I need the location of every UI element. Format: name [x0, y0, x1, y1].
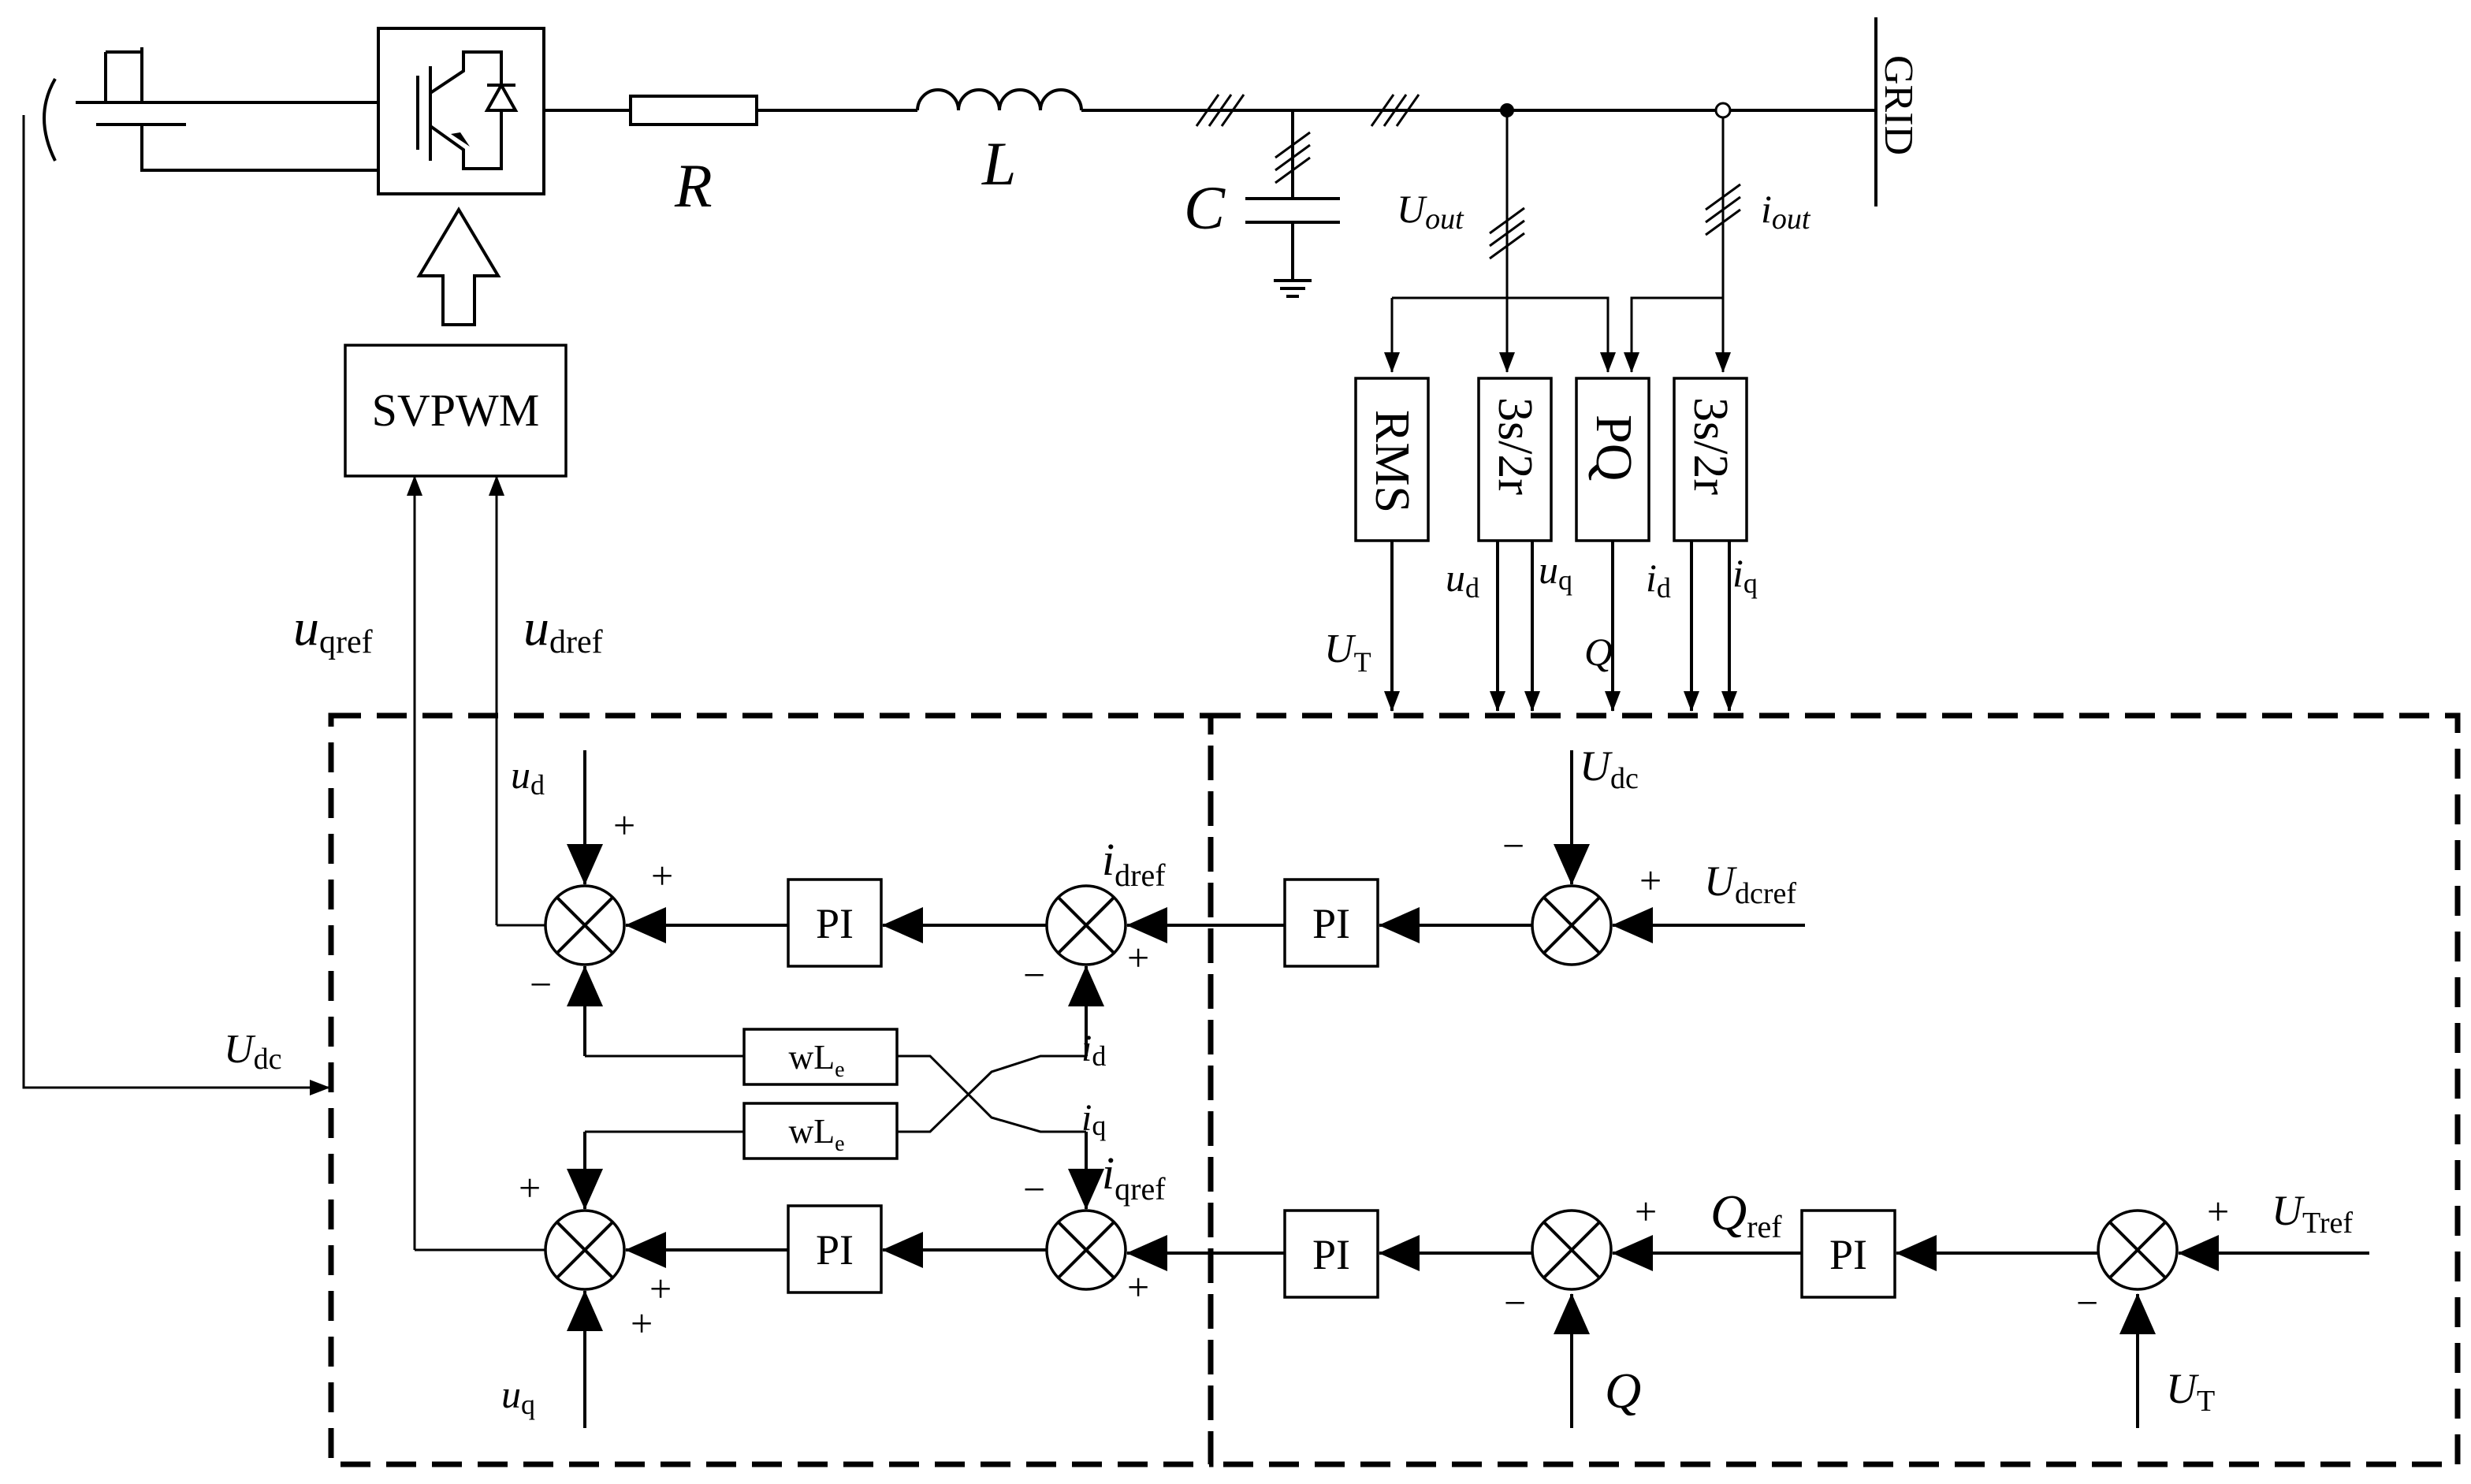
- current-transform-block: [1673, 377, 1748, 542]
- pq-block-label: PQ: [1585, 415, 1643, 481]
- iq-fb-label: iq: [1081, 1097, 1106, 1141]
- iqref-label: iqref: [1102, 1147, 1166, 1207]
- udref-label: udref: [523, 599, 603, 660]
- summing-junction-iq: [1045, 1209, 1127, 1291]
- svg-text:+: +: [1127, 935, 1149, 980]
- inductor-symbol: [916, 88, 1083, 111]
- current-measure-label: iout: [1761, 187, 1811, 236]
- q-meas-label: Q: [1584, 630, 1613, 674]
- summing-junction-uq: [544, 1209, 626, 1291]
- udc-fb-label: Udc: [1580, 742, 1639, 795]
- junction-signs: + + − − + − + + + + − + + − + −: [519, 803, 2229, 1345]
- svg-text:+: +: [1635, 1189, 1657, 1233]
- udc-input-label: Udc: [224, 1027, 281, 1076]
- q-axis-signal-flow: [567, 1130, 2369, 1428]
- summing-junction-id: [1045, 884, 1127, 966]
- grid-label: GRID: [1876, 55, 1921, 155]
- resistor-label: R: [674, 151, 713, 220]
- dc-source-symbol: [43, 47, 378, 172]
- svg-text:+: +: [2207, 1189, 2229, 1233]
- summing-junction-ud: [544, 884, 626, 966]
- feedback-arrows: [1384, 541, 1737, 712]
- svg-text:−: −: [530, 962, 552, 1006]
- pi-label: PI: [816, 1226, 854, 1274]
- uq-meas-label: uq: [1539, 548, 1572, 596]
- svg-text:−: −: [1023, 1167, 1045, 1211]
- cross-coupling-label: wLe: [788, 1112, 844, 1156]
- idref-label: idref: [1102, 834, 1166, 893]
- q-fb-label: Q: [1605, 1363, 1641, 1419]
- pi-label: PI: [1312, 900, 1350, 947]
- resistor-symbol: [629, 95, 758, 126]
- cross-coupling-block-d: [742, 1028, 899, 1086]
- id-meas-label: id: [1646, 556, 1671, 604]
- iq-meas-label: iq: [1732, 551, 1758, 599]
- gate-signal-arrow: [416, 206, 501, 326]
- measurement-wiring: [1384, 296, 1731, 373]
- ut-meas-label: UT: [1324, 627, 1371, 678]
- svg-text:+: +: [519, 1166, 541, 1210]
- svg-text:−: −: [2076, 1281, 2098, 1325]
- capacitor-label: C: [1184, 173, 1226, 242]
- capacitor-symbol: [1245, 110, 1340, 298]
- svg-text:−: −: [1023, 953, 1045, 997]
- inverter-bridge: [377, 27, 631, 195]
- outer-loop-region: [1208, 712, 2461, 1467]
- inner-loop-region: [328, 712, 1214, 1467]
- id-fb-label: id: [1081, 1028, 1106, 1072]
- svg-text:+: +: [1639, 858, 1662, 902]
- pi-label: PI: [1312, 1231, 1350, 1278]
- voltage-transform-label: 3s/2r: [1488, 397, 1542, 495]
- pi-block-current-d: [787, 878, 883, 968]
- voltage-measure-label: Uout: [1397, 187, 1464, 236]
- svg-text:+: +: [651, 854, 673, 898]
- ud-meas-label: ud: [1446, 556, 1479, 604]
- summing-junction-ut: [2097, 1209, 2179, 1291]
- ut-fb-label: UT: [2166, 1365, 2215, 1418]
- cross-coupling-label: wLe: [788, 1038, 844, 1082]
- uq-ff-label: uq: [501, 1372, 535, 1420]
- voltage-transform-block: [1477, 377, 1553, 542]
- d-axis-signal-flow: [567, 750, 1805, 1133]
- svg-text:−: −: [1504, 1281, 1526, 1325]
- utref-label: UTref: [2272, 1187, 2353, 1240]
- pi-block-terminal-voltage: [1800, 1209, 1896, 1299]
- udcref-label: Udcref: [1704, 857, 1796, 910]
- inductor-label: L: [981, 129, 1016, 198]
- dc-feedback-wire: [22, 115, 330, 1095]
- svg-text:+: +: [649, 1266, 672, 1311]
- rms-block: [1354, 377, 1430, 542]
- svg-text:+: +: [613, 803, 635, 847]
- pq-block: [1575, 377, 1650, 542]
- summing-junction-q: [1531, 1209, 1613, 1291]
- svg-text:+: +: [1127, 1265, 1149, 1309]
- pi-label: PI: [816, 900, 854, 947]
- uqref-label: uqref: [293, 599, 373, 660]
- three-phase-ticks: [1195, 94, 1420, 127]
- rms-block-label: RMS: [1365, 410, 1419, 513]
- pi-label: PI: [1829, 1231, 1867, 1278]
- svpwm-block-label: SVPWM: [372, 385, 540, 436]
- svg-text:−: −: [1502, 824, 1524, 868]
- pi-block-dc-voltage: [1283, 878, 1379, 968]
- svpwm-block: [344, 344, 568, 478]
- qref-label: Qref: [1710, 1185, 1782, 1244]
- ud-ff-label: ud: [511, 753, 545, 801]
- summing-junction-dc: [1531, 884, 1613, 966]
- svg-text:+: +: [631, 1301, 653, 1345]
- current-transform-label: 3s/2r: [1684, 397, 1737, 495]
- power-stage: [22, 17, 1877, 1095]
